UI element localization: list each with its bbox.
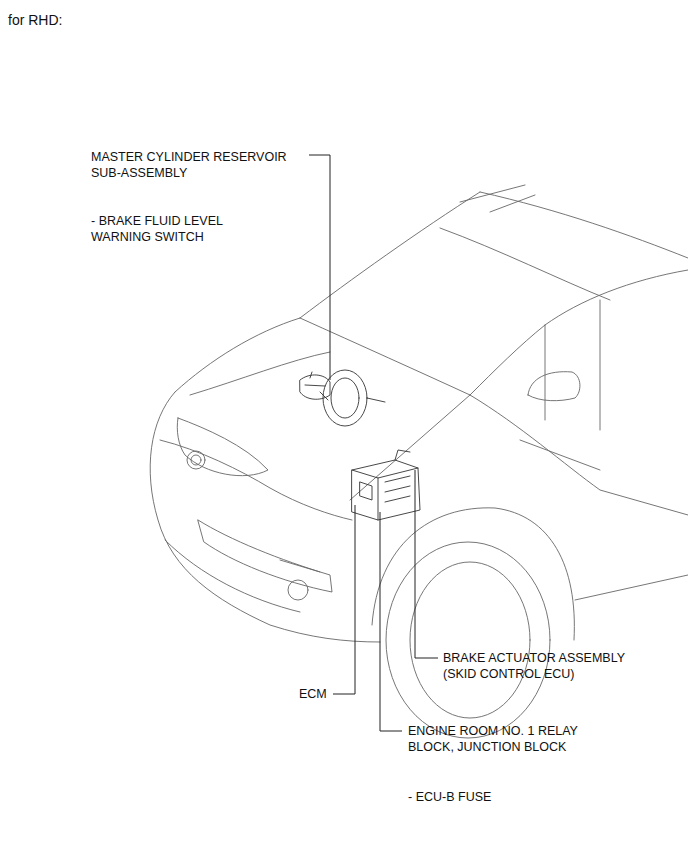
- part-name: ENGINE ROOM NO. 1 RELAY BLOCK, JUNCTION …: [408, 723, 598, 755]
- component-name: - BRAKE FLUID LEVEL WARNING SWITCH: [91, 213, 251, 245]
- part-name: MASTER CYLINDER RESERVOIR SUB-ASSEMBLY: [91, 149, 306, 181]
- page-heading: for RHD:: [8, 12, 62, 28]
- component-name: - ECU-B FUSE: [408, 789, 568, 805]
- part-name: ECM: [299, 686, 339, 702]
- part-name: BRAKE ACTUATOR ASSEMBLY (SKID CONTROL EC…: [443, 650, 648, 682]
